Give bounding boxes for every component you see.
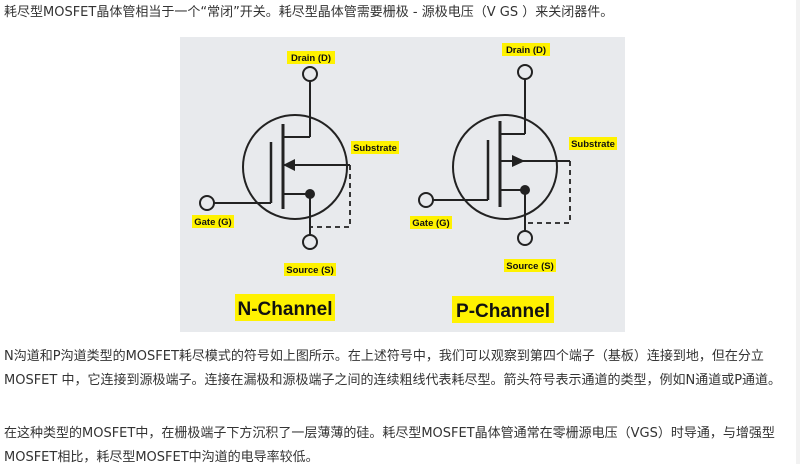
- depletion-mode-paragraph: 在这种类型的MOSFET中，在栅极端子下方沉积了一层薄薄的硅。耗尽型MOSFET…: [4, 426, 775, 465]
- n-channel-source-terminal: [302, 234, 318, 250]
- n-channel-source-label: Source (S): [286, 265, 334, 276]
- p-channel-title: P-Channel: [456, 301, 550, 322]
- n-channel-drain-terminal: [302, 66, 318, 82]
- p-channel-gate-terminal: [418, 192, 434, 208]
- n-channel-drain-label: Drain (D): [291, 53, 331, 64]
- p-channel-arrow-icon: [512, 155, 525, 167]
- n-channel-gate-terminal: [199, 195, 215, 211]
- mosfet-symbols-figure: Drain (D) Substrate Gate (G) Source (S) …: [180, 37, 625, 332]
- p-channel-source-dot: [520, 185, 530, 195]
- n-channel-body-circle: [242, 114, 348, 220]
- intro-paragraph: 耗尽型MOSFET晶体管相当于一个“常闭”开关。耗尽型晶体管需要栅极 - 源极电…: [4, 5, 614, 20]
- n-channel-title: N-Channel: [238, 299, 333, 320]
- p-channel-gate-label: Gate (G): [412, 218, 449, 229]
- p-channel-substrate-label: Substrate: [571, 139, 615, 150]
- p-channel-drain-terminal: [517, 64, 533, 80]
- n-channel-arrow-icon: [283, 159, 295, 171]
- n-channel-gate-label: Gate (G): [194, 217, 231, 228]
- p-channel-source-label: Source (S): [506, 261, 554, 272]
- mosfet-symbols-diagram: Drain (D) Substrate Gate (G) Source (S) …: [192, 43, 617, 323]
- page-scrollbar[interactable]: [796, 0, 800, 464]
- n-channel-source-dot: [305, 189, 315, 199]
- p-channel-drain-label: Drain (D): [506, 45, 546, 56]
- n-channel-symbol: [199, 66, 351, 250]
- p-channel-source-terminal: [517, 230, 533, 246]
- n-channel-substrate-label: Substrate: [353, 143, 397, 154]
- symbol-description-paragraph: N沟道和P沟道类型的MOSFET耗尽模式的符号如上图所示。在上述符号中，我们可以…: [4, 349, 782, 388]
- p-channel-symbol: [418, 64, 571, 246]
- p-channel-body-circle: [452, 114, 558, 220]
